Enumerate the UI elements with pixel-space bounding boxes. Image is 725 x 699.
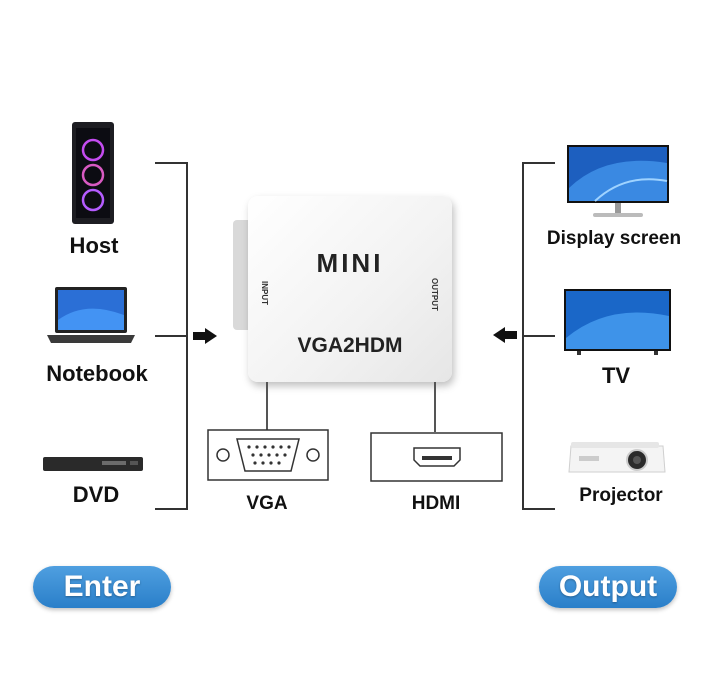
line-projector [522,508,555,510]
line-notebook [155,335,188,337]
hdmi-port-icon [370,432,503,482]
input-dvd-label: DVD [72,482,120,507]
hdmi-cable-line [434,382,436,432]
output-badge: Output [539,566,677,608]
output-badge-label: Output [558,570,658,603]
device-model: VGA2HDM [297,334,403,357]
line-host [155,162,188,164]
line-input-vertical [186,162,188,510]
line-dvd [155,508,188,510]
arrow-left-icon [493,327,517,343]
arrow-right-icon [193,328,217,344]
output-tv-label: TV [601,363,631,388]
input-host-label: Host [69,233,119,258]
line-output-vertical [522,162,524,510]
converter-box: MINI VGA2HDM INPUT OUTPUT [248,196,452,382]
host-tower-icon [72,122,114,224]
notebook-icon [47,287,135,343]
enter-badge-label: Enter [63,570,141,603]
vga-port-icon [207,429,329,481]
projector-icon [568,442,666,473]
vga-cable-line [266,382,268,432]
device-input-label: INPUT [260,281,269,305]
output-display-label: Display screen [546,228,682,249]
port-hdmi-label: HDMI [411,493,461,514]
dvd-player-icon [43,457,143,471]
device-brand: MINI [316,248,384,278]
input-notebook-label: Notebook [46,361,148,386]
line-tv [522,335,555,337]
display-screen-icon [567,145,669,217]
line-display [522,162,555,164]
port-vga-label: VGA [246,493,288,514]
output-projector-label: Projector [579,485,663,506]
enter-badge: Enter [33,566,171,608]
tv-icon [564,289,671,355]
device-output-label: OUTPUT [430,278,439,311]
